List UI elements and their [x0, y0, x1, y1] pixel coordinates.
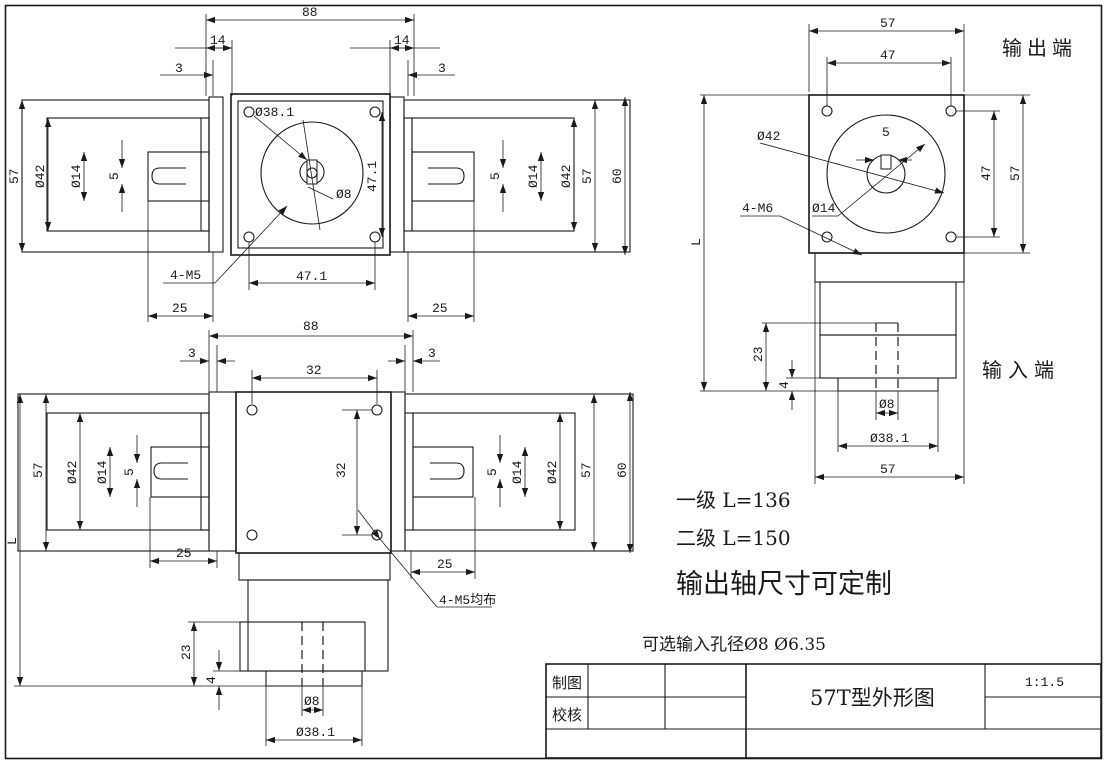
dim-25-br: 25 [437, 557, 453, 572]
dim-57-r-top: 57 [880, 16, 896, 31]
dim-23-bl: 23 [179, 644, 194, 660]
top-left-view [18, 14, 631, 322]
dim-32-v: 32 [334, 462, 349, 478]
checked-label: 校核 [552, 706, 582, 724]
dim-23-r: 23 [751, 346, 766, 362]
title-block [545, 663, 1102, 759]
dim-4-bl: 4 [204, 676, 219, 684]
dim-25-left: 25 [172, 301, 188, 316]
dim-d38-1-r: Ø38.1 [870, 431, 909, 446]
dim-57-left: 57 [7, 168, 22, 184]
dim-60-right: 60 [610, 168, 625, 184]
dim-5-right: 5 [488, 172, 503, 180]
dim-57-right: 57 [580, 168, 595, 184]
dim-3-left: 3 [175, 61, 183, 76]
dim-d42-br: Ø42 [545, 461, 560, 484]
dim-57-br: 57 [579, 462, 594, 478]
drawing-title: 57T型外形图 [810, 686, 935, 710]
dim-47-1-h: 47.1 [296, 269, 327, 284]
dim-3-right: 3 [438, 61, 446, 76]
dim-5-br: 5 [485, 468, 500, 476]
dim-d38-1-bl: Ø38.1 [296, 725, 335, 740]
dim-d42-bl: Ø42 [65, 461, 80, 484]
dim-3-br: 3 [428, 346, 436, 361]
dim-d14-left: Ø14 [69, 164, 84, 188]
dim-57-r-bottom: 57 [880, 462, 896, 477]
dim-d8-a: Ø8 [336, 187, 352, 202]
dim-57-r-v: 57 [1008, 165, 1023, 181]
dim-m6-r: 4-M6 [742, 201, 773, 216]
mount-holes-note: 4-M5均布 [439, 593, 496, 608]
dim-d14-right: Ø14 [526, 164, 541, 188]
dim-d38-1-a: Ø38.1 [255, 105, 294, 120]
dim-d8-r: Ø8 [879, 397, 895, 412]
dim-32-h: 32 [306, 363, 322, 378]
dim-d14-r: Ø14 [812, 201, 836, 216]
dim-d42-r: Ø42 [757, 129, 780, 144]
dim-25-right: 25 [432, 301, 448, 316]
dim-L-bl: L [5, 537, 20, 545]
dim-88-bottom: 88 [303, 319, 319, 334]
dim-57-bl: 57 [31, 462, 46, 478]
dim-60-br: 60 [615, 462, 630, 478]
dim-88-top: 88 [302, 5, 318, 20]
input-bore-note: 可选输入孔径Ø8 Ø6.35 [642, 635, 826, 655]
dim-5-left: 5 [107, 172, 122, 180]
dim-3-bl: 3 [188, 346, 196, 361]
bottom-left-view [14, 330, 634, 746]
dim-14-left: 14 [210, 33, 226, 48]
dim-d14-br: Ø14 [510, 460, 525, 484]
dim-47-1-v: 47.1 [365, 161, 380, 192]
dim-d42-right: Ø42 [559, 165, 574, 188]
stage2-note: 二级 L=150 [676, 526, 791, 550]
drawing-scale: 1:1.5 [1025, 675, 1064, 690]
dim-5-r: 5 [882, 125, 890, 140]
dim-d14-bl: Ø14 [95, 460, 110, 484]
output-shaft-note: 输出轴尺寸可定制 [676, 569, 892, 600]
output-end-label: 输出端 [1002, 36, 1077, 60]
dim-L-r: L [689, 238, 704, 246]
dim-14-right: 14 [394, 33, 410, 48]
stage1-note: 一级 L=136 [676, 488, 791, 512]
dim-47-r-top: 47 [880, 48, 896, 63]
drawn-label: 制图 [552, 674, 582, 692]
dim-d8-bl: Ø8 [304, 694, 320, 709]
dim-d42-left: Ø42 [33, 165, 48, 188]
dim-5-bl: 5 [122, 468, 137, 476]
dim-4-r: 4 [777, 381, 792, 389]
dim-25-bl: 25 [176, 546, 192, 561]
dim-m5-label: 4-M5 [170, 268, 201, 283]
right-view [700, 24, 1030, 484]
input-end-label: 输入端 [982, 358, 1060, 382]
dim-47-r-v: 47 [979, 165, 994, 181]
